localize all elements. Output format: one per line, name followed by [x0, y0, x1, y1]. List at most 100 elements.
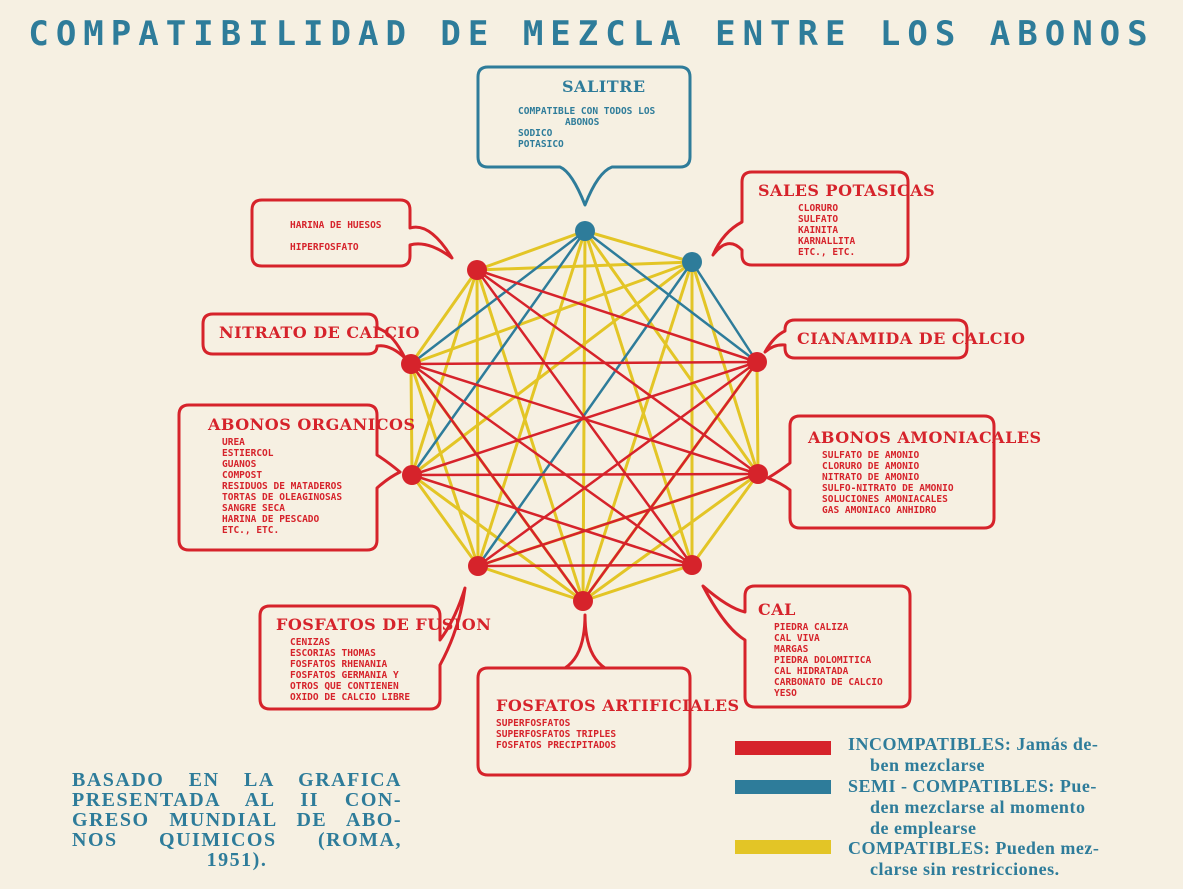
incompatible-line — [410, 473, 694, 567]
legend-label: INCOMPATIBLES: Jamás de- ben mezclarse — [848, 734, 1178, 776]
list-item: CLORURO — [798, 203, 839, 214]
legend-line: ben mezclarse — [870, 755, 985, 775]
list-item: PIEDRA DOLOMITICA — [774, 655, 872, 666]
node-nitrato-calcio: NITRATO DE CALCIO — [219, 323, 420, 342]
list-item: HIPERFOSFATO — [290, 242, 359, 253]
semi-compatible-lines — [409, 229, 759, 568]
node-dots — [401, 221, 768, 611]
list-item: PIEDRA CALIZA — [774, 622, 849, 633]
page-title: COMPATIBILIDAD DE MEZCLA ENTRE LOS ABONO… — [28, 14, 1155, 54]
list-item: ETC., ETC. — [222, 525, 280, 536]
node-dot-salitre — [575, 221, 595, 241]
compatible-line — [690, 472, 760, 567]
incompatible-line — [475, 268, 759, 364]
node-dot-abonos-amoniacales — [748, 464, 768, 484]
list-item: SULFATO DE AMONIO — [822, 450, 920, 461]
list-item: SOLUCIONES AMONIACALES — [822, 494, 948, 505]
legend-line: INCOMPATIBLES: Jamás de- — [848, 734, 1099, 754]
legend-line: de emplearse — [870, 818, 977, 838]
incompatible-line — [409, 362, 585, 603]
list-item: SULFATO — [798, 214, 839, 225]
callout-cianamida — [763, 318, 969, 360]
list-item: ESTIERCOL — [222, 448, 274, 459]
list-item: MARGAS — [774, 644, 809, 655]
compatible-line — [583, 229, 694, 567]
list-item: GUANOS — [222, 459, 257, 470]
node-harina-huesos: HARINA DE HUESOS HIPERFOSFATO — [290, 215, 382, 259]
semi-compatible-line — [583, 229, 759, 364]
list-item: KAINITA — [798, 225, 839, 236]
node-title: SALITRE — [562, 77, 646, 96]
compatible-line — [690, 260, 760, 476]
list-item: FOSFATOS RHENANIA — [290, 659, 388, 670]
compatible-line — [476, 229, 587, 568]
compatible-line — [583, 229, 760, 476]
incompatible-line — [409, 360, 759, 366]
compatible-line — [581, 260, 694, 603]
legend-label: SEMI - COMPATIBLES: Pue- den mezclarse a… — [848, 776, 1178, 839]
list-item: SULFO-NITRATO DE AMONIO — [822, 483, 954, 494]
incompatible-line — [409, 362, 694, 567]
node-cal: CAL PIEDRA CALIZA CAL VIVA MARGAS PIEDRA… — [758, 600, 883, 699]
callout-abonos-amoniacales — [766, 414, 996, 530]
callout-harina-huesos — [250, 198, 454, 268]
list-item: CAL HIDRATADA — [774, 666, 849, 677]
list-item: OXIDO DE CALCIO LIBRE — [290, 692, 411, 703]
semi-compatible-line — [410, 229, 587, 477]
callout-salitre — [476, 65, 692, 207]
incompatible-line — [476, 360, 759, 568]
list-item: CLORURO DE AMONIO — [822, 461, 920, 472]
list-item: FOSFATOS GERMANIA Y — [290, 670, 399, 681]
node-abonos-organicos: ABONOS ORGANICOS UREA ESTIERCOL GUANOS C… — [208, 415, 416, 536]
list-item: POTASICO — [518, 139, 564, 150]
source-credit: BASADO EN LA GRAFICA PRESENTADA AL II CO… — [72, 770, 402, 870]
list-item: SANGRE SECA — [222, 503, 285, 514]
compatible-line — [410, 260, 694, 477]
list-item: CENIZAS — [290, 637, 331, 648]
legend-line: den mezclarse al momento — [870, 797, 1086, 817]
node-title: ABONOS AMONIACALES — [808, 428, 1042, 447]
semi-compatible-line — [690, 260, 759, 364]
incompatible-line — [475, 268, 694, 567]
compatible-line — [581, 563, 694, 603]
node-title: ABONOS ORGANICOS — [208, 415, 416, 434]
semi-compatible-line — [476, 260, 694, 568]
node-cianamida: CIANAMIDA DE CALCIO — [797, 329, 1025, 348]
node-salitre: SALITRE COMPATIBLE CON TODOS LOS ABONOS … — [500, 77, 655, 150]
compatible-line — [409, 260, 694, 366]
callout-nitrato-calcio — [201, 312, 407, 360]
list-item: COMPOST — [222, 470, 263, 481]
node-title: FOSFATOS DE FUSION — [276, 615, 492, 634]
list-item: ESCORIAS THOMAS — [290, 648, 376, 659]
credit-line: BASADO EN LA GRAFICA — [72, 769, 402, 791]
node-title: CAL — [758, 600, 796, 619]
list-item: GAS AMONIACO ANHIDRO — [822, 505, 937, 516]
list-item: SUPERFOSFATOS TRIPLES — [496, 729, 617, 740]
list-item: NITRATO DE AMONIO — [822, 472, 920, 483]
callout-cal — [701, 584, 912, 709]
compatible-line — [410, 268, 479, 477]
node-fosfatos-fusion: FOSFATOS DE FUSION CENIZAS ESCORIAS THOM… — [276, 615, 491, 703]
list-item: ETC., ETC. — [798, 247, 856, 258]
callout-abonos-organicos — [177, 403, 402, 552]
list-item: ABONOS — [565, 117, 600, 128]
list-item: CAL VIVA — [774, 633, 820, 644]
node-abonos-amoniacales: ABONOS AMONIACALES SULFATO DE AMONIO CLO… — [808, 428, 1042, 516]
incompatible-line — [475, 268, 760, 476]
node-fosfatos-artificiales: FOSFATOS ARTIFICIALES SUPERFOSFATOS SUPE… — [496, 696, 740, 751]
node-dot-cal — [682, 555, 702, 575]
node-dot-harina-huesos — [467, 260, 487, 280]
node-dot-cianamida — [747, 352, 767, 372]
compatible-line — [475, 268, 480, 568]
callout-fosfatos-artificiales — [476, 613, 692, 777]
callout-fosfatos-fusion — [258, 586, 467, 711]
compatible-line — [583, 229, 694, 264]
legend-line: SEMI - COMPATIBLES: Pue- — [848, 776, 1097, 796]
node-title: NITRATO DE CALCIO — [219, 323, 420, 342]
list-item: UREA — [222, 437, 245, 448]
credit-line: NOS QUIMICOS (ROMA, — [72, 829, 402, 851]
list-item: RESIDUOS DE MATADEROS — [222, 481, 343, 492]
compatible-line — [409, 362, 414, 477]
node-dot-nitrato-calcio — [401, 354, 421, 374]
incompatible-swatch — [735, 741, 831, 755]
